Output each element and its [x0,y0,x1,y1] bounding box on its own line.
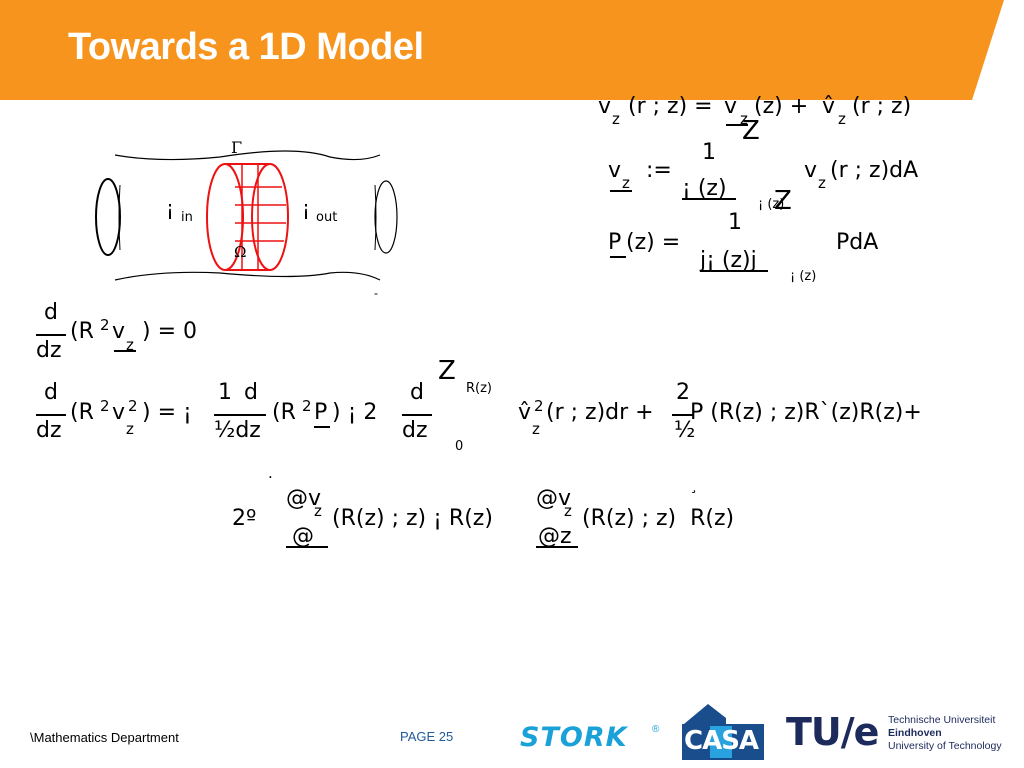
eq1-mid: (z) + [754,94,809,119]
gamma-label: Γ [231,138,242,157]
eq5-f2-den: ½dz [214,418,261,443]
eq6-hat: ¸ [690,476,698,494]
eq4-v-sub: z [126,336,134,354]
eq4-num: d [44,300,58,325]
eq5-sup: 2 [100,397,110,415]
eq2-integral: Z [742,116,760,146]
eq5-f4-den: ½ [674,418,696,443]
eq1-mean-v: v [724,94,738,119]
eq4-v: v [112,319,126,344]
eq5-f2-close: ) ¡ 2 [332,400,378,425]
eq3-num: 1 [728,210,742,235]
eq1-lhs: v [598,94,612,119]
tue-line-2: Eindhoven [888,727,942,739]
eq3-args: (z) = [626,230,681,255]
eq3-tail: PdA [836,230,879,255]
eq1-end: (r ; z) [852,94,912,119]
eq5-int-sub: z [532,420,540,438]
eq5-f2-num: 1 [218,380,232,405]
stork-reg-mark: ® [652,724,660,735]
eq5-int-body: v̂ [518,400,532,425]
tue-line-1: Technische Universiteit [888,714,996,726]
eq3-integral: Z [774,186,792,216]
stork-logo: STORK ® [520,722,665,754]
eq6-d2-sub: z [564,502,572,520]
eq5-int-lower: 0 [455,439,464,454]
eq6-mid2: (R(z) ; z) R(z) [582,506,735,531]
eq2-integrand: v [804,158,818,183]
eq5-f2-p: P [314,400,328,425]
eq2-num: 1 [702,140,716,165]
eq5-f2-sup: 2 [302,397,312,415]
eq5-num: d [44,380,58,405]
tue-logo-mark: TU/e [786,710,879,754]
eq5-v-sub: z [126,420,134,438]
eq2-lhs: v [608,158,622,183]
inlet-label: ¡ [166,196,174,220]
eq2-assign: := [646,158,672,183]
eq2-lhs-sub: z [622,174,630,192]
eq5-integral: Z [438,356,456,386]
casa-logo: CASA [680,702,770,762]
casa-roof-icon [682,704,764,760]
eq2-tail: (r ; z)dA [830,158,919,183]
tue-logo-wordmark: Technische Universiteit Eindhoven Univer… [888,714,1002,753]
eq5-den: dz [36,418,62,443]
eq6-d2-den: @z [538,524,572,549]
eq5-f3-den: dz [402,418,428,443]
tue-line-3: University of Technology [888,740,1002,752]
eq1-fluct-v-sub: z [838,110,846,128]
eq5-tail: P (R(z) ; z)R`(z)R(z)+ [690,400,922,425]
eq5-int-upper: R(z) [466,381,492,396]
eq5-int-sup: 2 [534,397,544,415]
eq5-v-sup: 2 [128,397,138,415]
eq2-integrand-sub: z [818,174,826,192]
eq1-args: (r ; z) = [628,94,713,119]
eq1-fluct-v: v̂ [822,94,836,119]
tue-logo: TU/e Technische Universiteit Eindhoven U… [786,710,1018,758]
eq4-close: ) = 0 [142,319,197,344]
eq3-den: j¡ (z)j [700,248,757,273]
eq1-mean-v-sub: z [740,110,748,128]
footer-department: \Mathematics Department [30,730,179,745]
eq3-lhs: P [608,230,622,255]
eq2-den: ¡ (z) [682,176,727,201]
eq6-d1-den: @ [292,524,314,549]
eq2-domain: ¡ (z) [758,197,785,212]
eq6-d2-num: @v [536,486,572,511]
header-band [0,0,1004,100]
eq5-int-tail: (r ; z)dr + [546,400,654,425]
footer-page-number: PAGE 25 [400,729,454,744]
eq5-v: v [112,400,126,425]
vessel-diagram: Γ Ω ¡ in ¡ out - [95,138,398,300]
figure-dash: - [374,286,378,300]
vessel-figure: Γ Ω ¡ in ¡ out - [90,135,400,300]
eq5-f2-body: (R [272,400,296,425]
eq6-d1-sub: z [314,502,322,520]
inlet-sub: in [181,210,193,225]
stork-logo-text: STORK [520,722,628,753]
eq5-f2-d: d [244,380,258,405]
eq5-close: ) = ¡ [142,400,192,425]
eq5-body: (R [70,400,94,425]
eq6-d1-num: @v [286,486,322,511]
outlet-sub: out [316,210,337,225]
eq4-den: dz [36,338,62,363]
eq6-dot: . [268,464,273,482]
eq6-mid1: (R(z) ; z) ¡ R(z) [332,506,493,531]
slide-title: Towards a 1D Model [68,26,424,68]
eq4-body: (R [70,319,94,344]
eq4-sup: 2 [100,316,110,334]
eq5-f3-num: d [410,380,424,405]
eq5-f4-num: 2 [676,380,690,405]
omega-label: Ω [234,243,246,261]
casa-logo-text: CASA [684,726,759,756]
eq3-domain: ¡ (z) [790,269,817,284]
eq6-coef: 2º [232,506,257,531]
eq1-lhs-sub: z [612,110,620,128]
outlet-label: ¡ [302,196,310,220]
